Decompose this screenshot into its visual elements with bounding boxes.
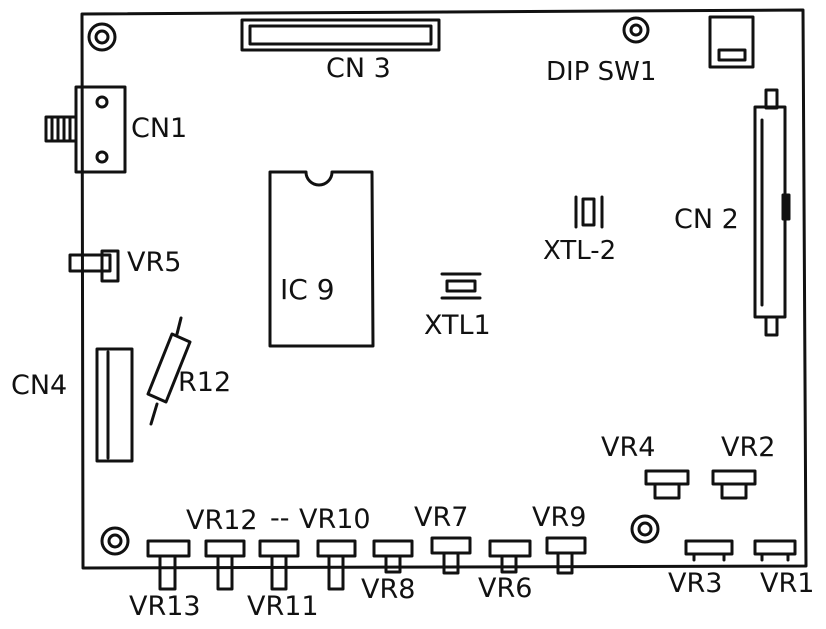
label-vr8: VR8 bbox=[361, 574, 416, 605]
label-vr10: VR10 bbox=[299, 504, 371, 535]
label-cn3: CN 3 bbox=[326, 53, 391, 84]
label-vr4: VR4 bbox=[601, 432, 656, 463]
label-vr1: VR1 bbox=[760, 568, 815, 599]
vr11-potentiometer bbox=[258, 539, 300, 591]
label-ic9: IC 9 bbox=[280, 273, 335, 306]
label-xtl1: XTL1 bbox=[424, 310, 491, 341]
vr10-potentiometer bbox=[316, 539, 357, 591]
vr12-potentiometer bbox=[204, 539, 246, 591]
r12-resistor bbox=[146, 316, 192, 426]
label-r12: R12 bbox=[178, 367, 232, 398]
vr4-potentiometer bbox=[644, 469, 690, 500]
label-vr12: VR12 bbox=[186, 505, 258, 536]
vr7-potentiometer bbox=[430, 536, 472, 575]
label-dipsw1: DIP SW1 bbox=[546, 57, 657, 87]
dip-switch-1 bbox=[708, 15, 755, 69]
label-vr2: VR2 bbox=[721, 432, 776, 463]
label-vr7: VR7 bbox=[414, 502, 469, 533]
xtl1-crystal bbox=[440, 272, 482, 300]
cn1-connector bbox=[44, 85, 127, 174]
mounting-hole-top-left bbox=[87, 22, 117, 52]
mounting-hole-bottom-left bbox=[100, 526, 130, 556]
vr13-potentiometer bbox=[146, 539, 191, 591]
cn4-connector bbox=[95, 347, 134, 463]
label-xtl2: XTL-2 bbox=[543, 236, 617, 266]
vr8-potentiometer bbox=[372, 539, 414, 574]
label-cn2: CN 2 bbox=[674, 204, 739, 235]
cn3-connector bbox=[240, 18, 441, 52]
board-outline bbox=[80, 8, 808, 570]
label-vr9: VR9 bbox=[532, 502, 587, 533]
label-cn4: CN4 bbox=[11, 370, 68, 401]
label-dash: -- bbox=[270, 503, 290, 534]
label-vr3: VR3 bbox=[668, 568, 723, 599]
label-vr6: VR6 bbox=[478, 573, 533, 604]
ic9-chip bbox=[268, 170, 375, 348]
label-vr13: VR13 bbox=[129, 591, 201, 622]
label-vr5: VR5 bbox=[127, 247, 182, 278]
mounting-hole-bottom-right bbox=[630, 514, 660, 544]
label-vr11: VR11 bbox=[247, 591, 319, 622]
label-cn1: CN1 bbox=[131, 113, 188, 144]
vr9-potentiometer bbox=[545, 536, 587, 575]
vr3-potentiometer bbox=[684, 539, 734, 562]
vr2-potentiometer bbox=[711, 469, 757, 500]
xtl2-crystal bbox=[574, 195, 604, 229]
vr6-potentiometer bbox=[488, 539, 532, 574]
vr1-potentiometer bbox=[753, 539, 797, 562]
mounting-hole-top-right bbox=[622, 16, 650, 44]
vr5-potentiometer bbox=[68, 249, 120, 283]
cn2-connector bbox=[753, 88, 791, 337]
